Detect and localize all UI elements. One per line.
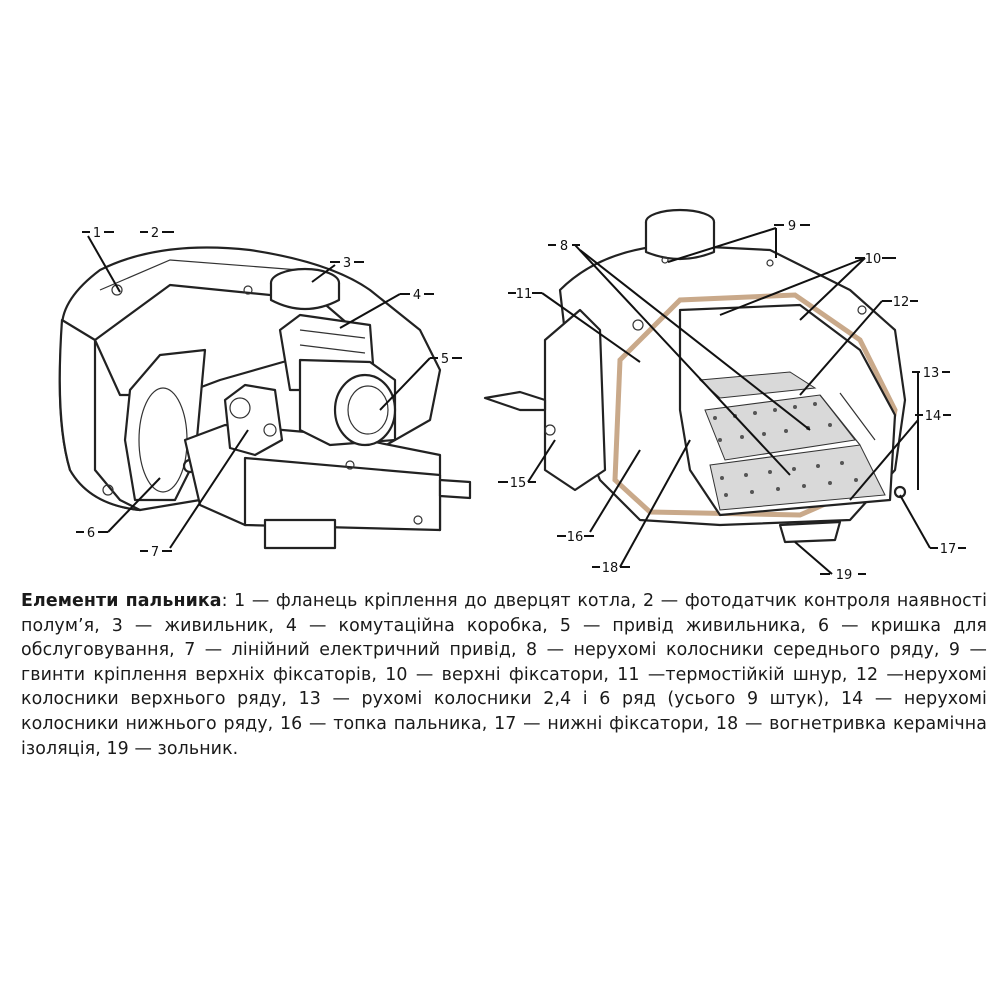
side-panel [58,318,142,512]
grate-holes [713,402,858,497]
callout-10: 10 [865,252,882,267]
legend-paragraph: Елементи пальника: 1 — фланець кріплення… [21,589,987,761]
ash-tray [778,520,842,544]
callout-14: 14 [925,409,942,424]
callout-numbers: 1 2 3 4 5 6 7 8 9 10 11 12 13 14 15 16 1… [87,219,956,583]
callout-5: 5 [441,352,449,367]
burner-exterior-view [58,246,472,550]
thermo-cord [483,390,547,412]
callout-7: 7 [151,545,159,560]
callout-16: 16 [567,530,584,545]
callout-15: 15 [510,476,527,491]
callout-2: 2 [151,226,159,241]
middle-grate-row [704,394,856,461]
callout-8: 8 [560,239,568,254]
burner-diagram: 1 2 3 4 5 6 7 8 9 10 11 12 13 14 15 16 1… [58,208,966,583]
callout-12: 12 [893,295,910,310]
burner-cutaway-view [483,208,907,544]
legend-title: Елементи пальника [21,591,222,611]
callout-18: 18 [602,561,619,576]
callout-9: 9 [788,219,796,234]
callout-6: 6 [87,526,95,541]
callout-19: 19 [836,568,853,583]
linear-actuator [223,383,284,457]
callout-13: 13 [923,366,940,381]
callout-lines [76,224,966,575]
callout-3: 3 [343,256,351,271]
callout-11: 11 [516,287,533,302]
callout-1: 1 [93,226,101,241]
side-bracket [543,308,607,492]
callout-17: 17 [940,542,957,557]
legend-text: : 1 — фланець кріплення до дверцят котла… [21,591,988,759]
callout-4: 4 [413,288,421,303]
